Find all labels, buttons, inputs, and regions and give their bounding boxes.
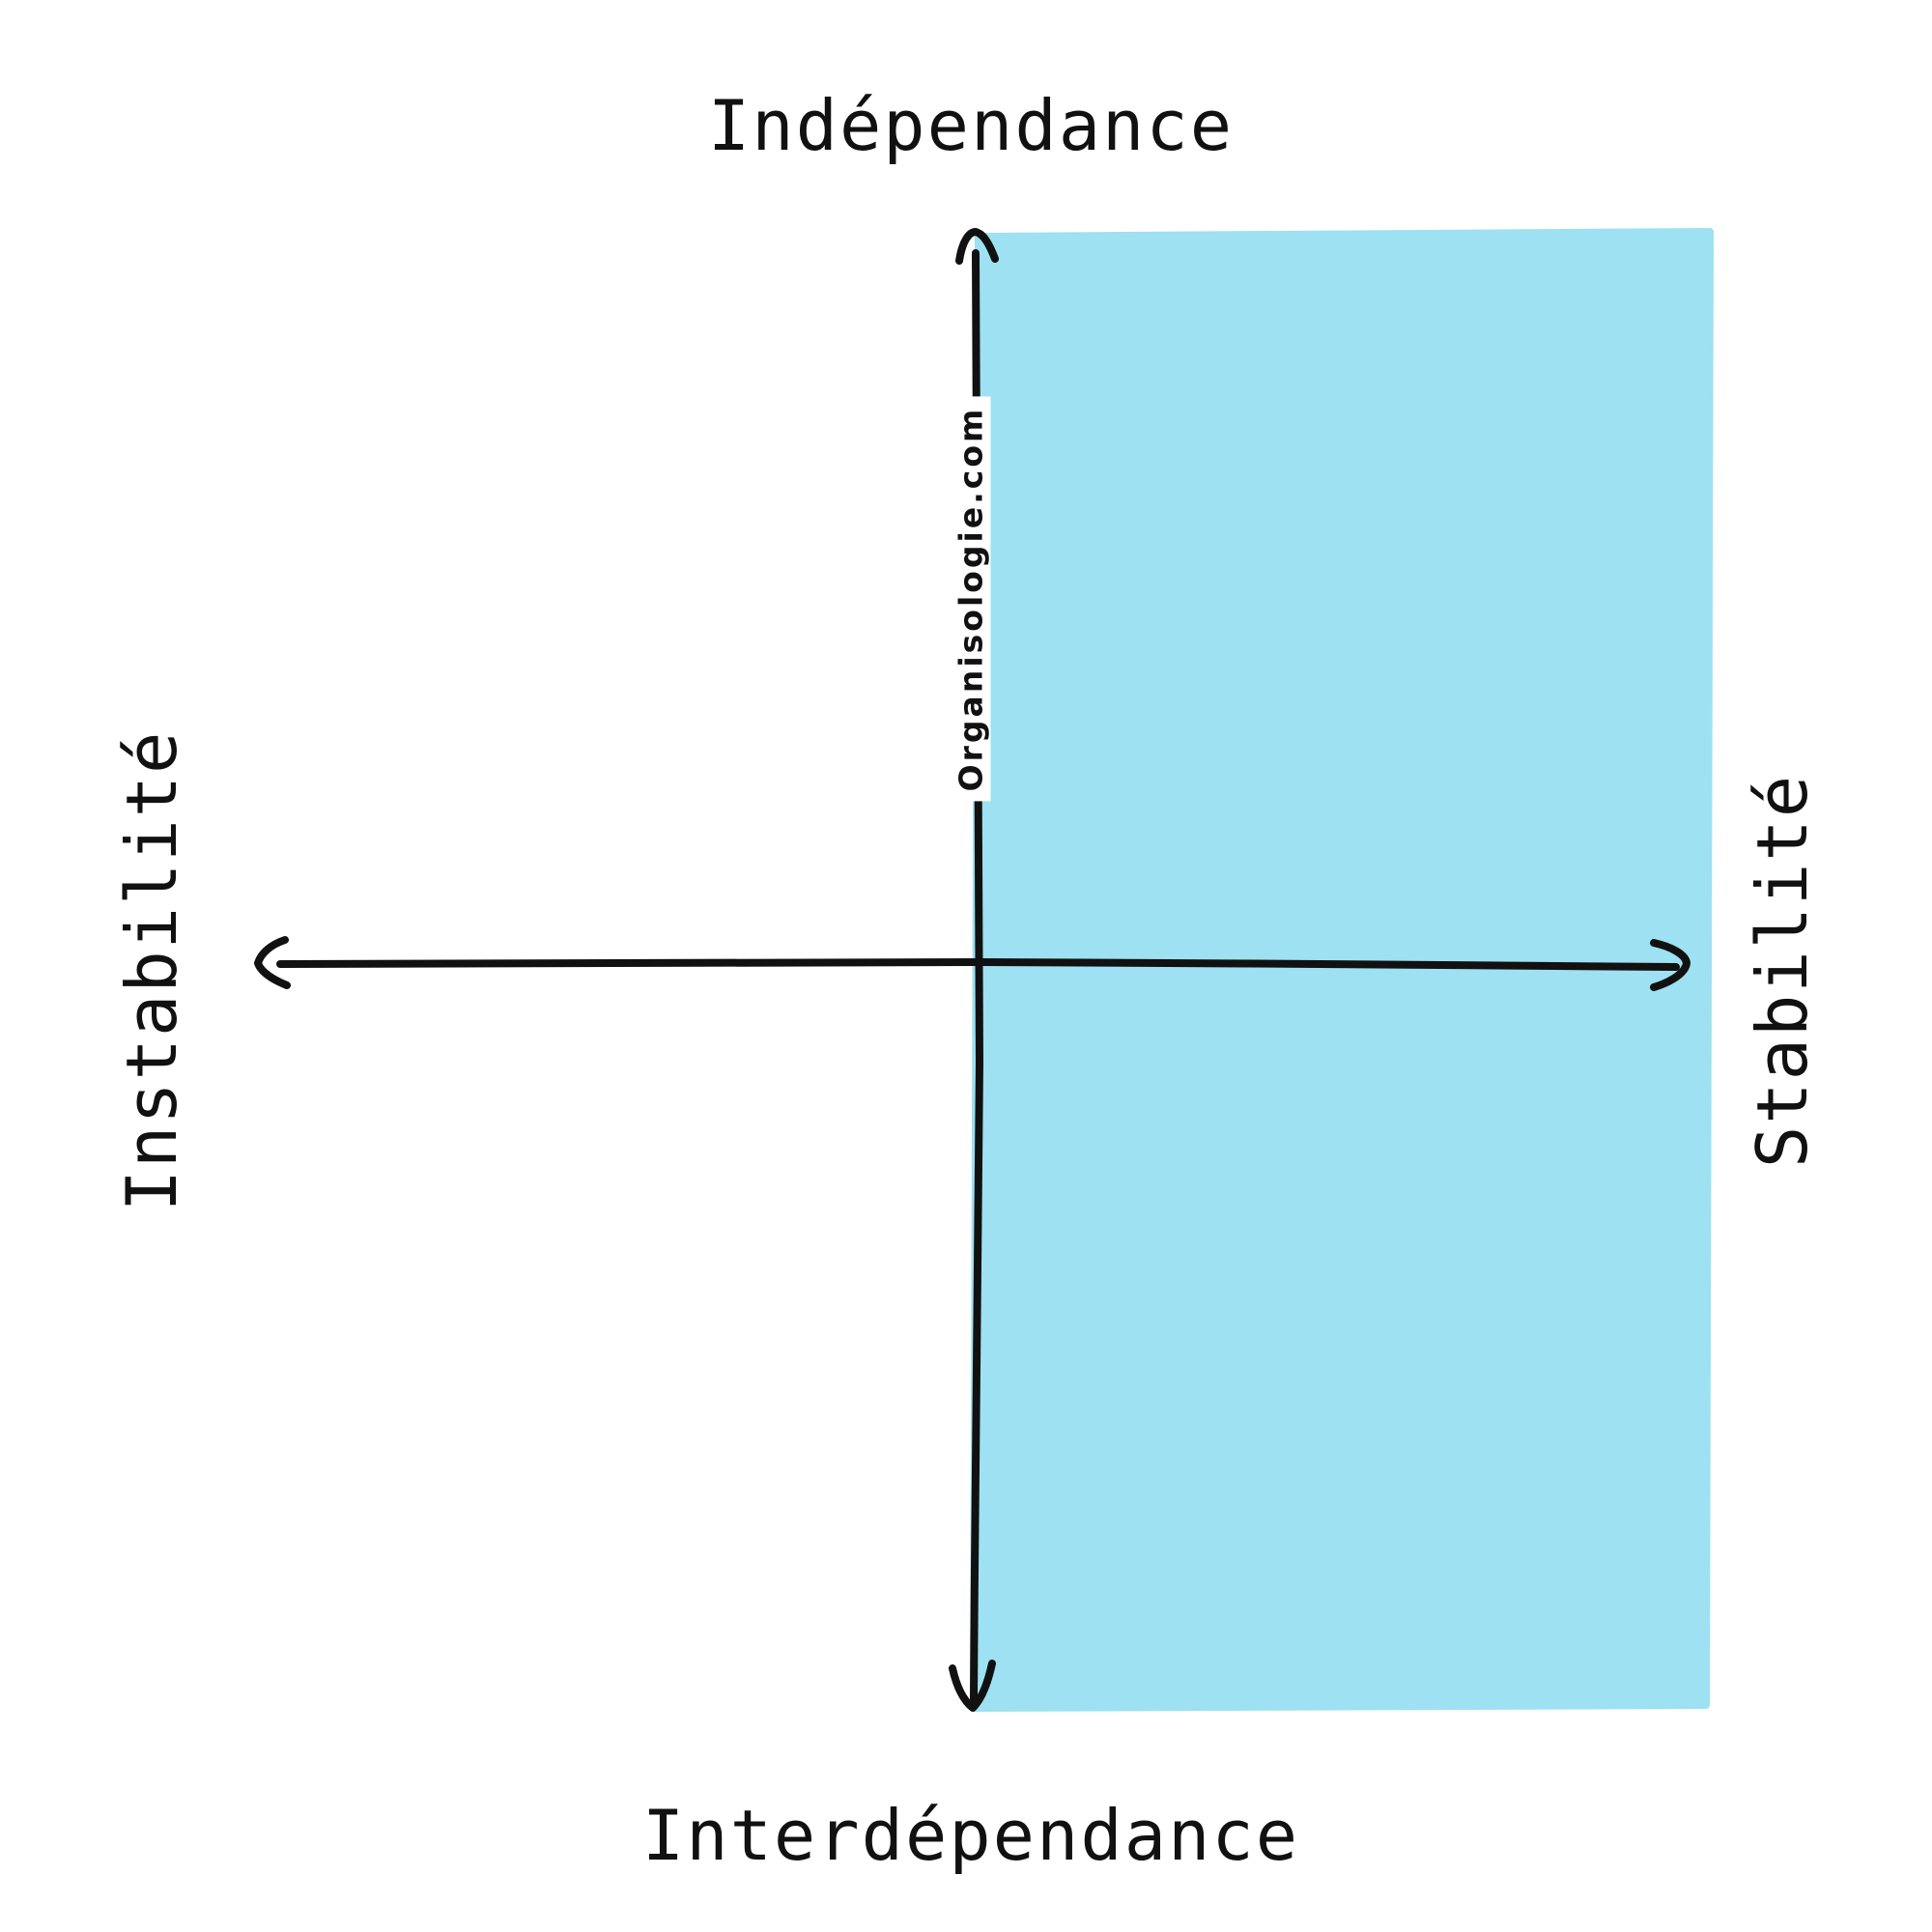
horizontal-axis-left-arrowhead	[254, 936, 291, 989]
axis-label-right: Stabilité	[1742, 773, 1823, 1169]
axis-label-top: Indépendance	[707, 85, 1235, 166]
vertical-axis-top-arrowhead	[955, 228, 999, 265]
axis-label-left: Instabilité	[111, 729, 192, 1212]
horizontal-axis	[276, 957, 1680, 971]
axis-label-bottom: Interdépendance	[641, 1795, 1300, 1876]
vertical-axis-bottom-arrowhead	[949, 1660, 996, 1712]
watermark-text: Organisologie.com	[951, 396, 991, 802]
horizontal-axis-right-arrowhead	[1650, 939, 1690, 991]
